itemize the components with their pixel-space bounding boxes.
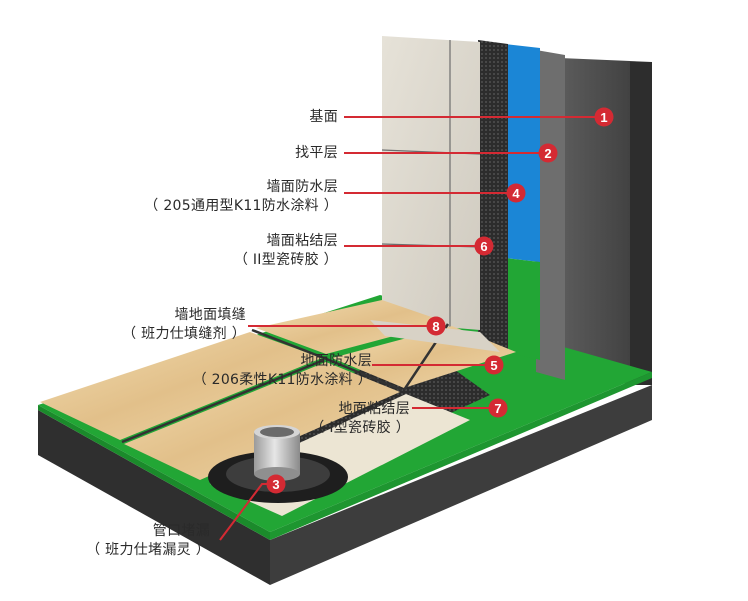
wall-leveling-layer bbox=[536, 50, 565, 380]
label-floor-waterproof-title: 地面防水层 bbox=[300, 353, 372, 369]
label-grout: 墙地面填缝 （ 班力仕填缝剂 ） bbox=[122, 306, 246, 344]
wall-waterproof-green bbox=[505, 258, 540, 360]
badge-7-num: 7 bbox=[494, 401, 501, 416]
leader-lines bbox=[219, 116, 604, 541]
badge-6 bbox=[474, 236, 494, 256]
label-pipe-plug: 管口堵漏 （ 班力仕堵漏灵 ） bbox=[86, 522, 210, 560]
floor-tile-1 bbox=[40, 332, 322, 440]
label-wall-waterproof-title: 墙面防水层 bbox=[266, 179, 338, 195]
label-floor-adhesive-sub: （ I型瓷砖胶 ） bbox=[310, 420, 410, 436]
badge-5-num: 5 bbox=[490, 358, 497, 373]
label-wall-waterproof-sub: （ 205通用型K11防水涂料 ） bbox=[144, 198, 338, 214]
corner-joint bbox=[370, 320, 500, 352]
drain-pipe-opening bbox=[260, 427, 294, 437]
label-floor-waterproof-sub: （ 206柔性K11防水涂料 ） bbox=[192, 372, 372, 388]
label-floor-adhesive-title: 地面粘结层 bbox=[338, 401, 410, 417]
base-slab-right bbox=[270, 385, 652, 585]
label-leveling: 找平层 bbox=[295, 144, 338, 163]
badge-1 bbox=[594, 107, 614, 127]
badge-8-num: 8 bbox=[432, 319, 439, 334]
base-wall bbox=[560, 58, 652, 385]
label-wall-adhesive: 墙面粘结层 （ II型瓷砖胶 ） bbox=[234, 232, 338, 270]
badge-3 bbox=[266, 474, 286, 494]
label-grout-sub: （ 班力仕填缝剂 ） bbox=[122, 326, 246, 342]
badge-7 bbox=[488, 398, 508, 418]
label-grout-title: 墙地面填缝 bbox=[174, 307, 246, 323]
floor-waterproof-edge bbox=[38, 405, 270, 540]
label-pipe-plug-sub: （ 班力仕堵漏灵 ） bbox=[86, 542, 210, 558]
label-leveling-title: 找平层 bbox=[295, 145, 338, 161]
label-wall-adhesive-title: 墙面粘结层 bbox=[266, 233, 338, 249]
label-base: 基面 bbox=[309, 108, 338, 127]
badge-5 bbox=[484, 355, 504, 375]
badge-6-num: 6 bbox=[480, 239, 487, 254]
badge-4 bbox=[506, 183, 526, 203]
floor-tile-2 bbox=[124, 362, 400, 480]
badges: 1 2 4 6 8 5 7 3 bbox=[266, 107, 614, 494]
label-floor-adhesive: 地面粘结层 （ I型瓷砖胶 ） bbox=[310, 400, 410, 438]
badge-8 bbox=[426, 316, 446, 336]
floor-waterproof-edge-right bbox=[270, 372, 652, 540]
label-floor-waterproof: 地面防水层 （ 206柔性K11防水涂料 ） bbox=[193, 352, 372, 390]
base-slab-front bbox=[38, 410, 270, 585]
badge-1-num: 1 bbox=[600, 110, 607, 125]
badge-4-num: 4 bbox=[512, 186, 520, 201]
label-wall-adhesive-sub: （ II型瓷砖胶 ） bbox=[233, 252, 338, 268]
label-pipe-plug-title: 管口堵漏 bbox=[152, 523, 210, 539]
badge-2 bbox=[538, 143, 558, 163]
wall-adhesive-layer bbox=[478, 40, 508, 352]
label-base-title: 基面 bbox=[309, 109, 338, 125]
base-wall-edge bbox=[630, 62, 652, 385]
label-wall-waterproof: 墙面防水层 （ 205通用型K11防水涂料 ） bbox=[144, 178, 338, 216]
wall-tile bbox=[382, 36, 480, 330]
badge-3-num: 3 bbox=[272, 477, 279, 492]
badge-2-num: 2 bbox=[544, 146, 551, 161]
drain-pipe-bottom bbox=[254, 467, 300, 481]
